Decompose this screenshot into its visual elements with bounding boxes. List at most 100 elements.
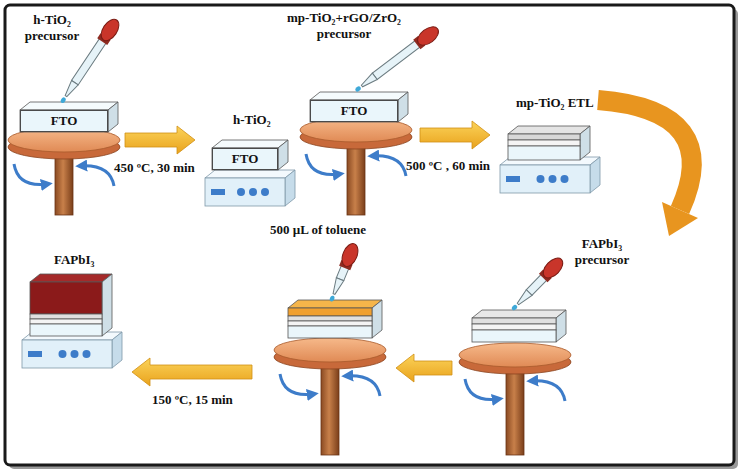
rotation-arrow	[14, 164, 48, 185]
pipette-tip	[63, 80, 79, 98]
hotplate-dial	[71, 350, 79, 358]
stack-layer	[472, 330, 556, 342]
hotplate-dial	[561, 175, 569, 183]
stack-layer	[30, 282, 102, 314]
spin-coater	[8, 128, 120, 215]
substrate-label: FTO	[51, 113, 78, 129]
hotplate-dial	[83, 350, 91, 358]
stack-layer	[288, 316, 372, 321]
stack-top	[472, 310, 566, 318]
hotplate-dial	[249, 188, 257, 196]
condition-label: 500 ºC , 60 min	[406, 158, 490, 174]
rotation-arrow	[531, 381, 565, 401]
stack-side	[556, 310, 566, 342]
step-arrow	[420, 121, 490, 149]
substrate-stack	[310, 92, 408, 122]
hotplate-dial	[261, 188, 269, 196]
precursor-label: h-TiO₂ precursor	[15, 12, 89, 44]
hotplate	[205, 170, 295, 206]
hotplate	[22, 332, 122, 368]
rotation-arrow	[280, 374, 314, 395]
substrate-box: FTO	[212, 148, 278, 170]
spin-coater-stem	[321, 358, 339, 455]
stack-layer	[288, 321, 372, 326]
stack-side	[102, 274, 112, 336]
hotplate-switch	[28, 351, 42, 357]
hotplate-dial	[59, 350, 67, 358]
stack-top	[20, 102, 118, 110]
pipette-bulb	[98, 16, 123, 44]
pipette-tip	[330, 278, 343, 296]
hotplate-side	[590, 157, 600, 193]
pipette-tube	[72, 38, 107, 85]
pipette-bulb	[414, 23, 442, 49]
pipette-bulb	[339, 241, 361, 269]
stack-layer	[288, 326, 372, 338]
stack-side	[580, 126, 590, 160]
rotation-arrow	[80, 166, 114, 186]
rotation-arrow	[306, 154, 340, 175]
substrate-box: FTO	[310, 100, 398, 122]
precursor-label: mp-TiO₂+rGO/ZrO₂ precursor	[279, 10, 409, 42]
hotplate-switch	[506, 176, 520, 182]
pipette-tip	[360, 73, 378, 89]
substrate-label: FTO	[341, 103, 368, 119]
substrate-stack	[212, 140, 288, 170]
substrate-stack	[472, 310, 566, 342]
hotplate-top	[205, 170, 295, 178]
substrate-stack	[20, 102, 118, 132]
hotplate-body	[22, 340, 112, 368]
rotation-arrow	[372, 156, 406, 176]
pipette	[324, 241, 361, 304]
drop	[60, 96, 67, 103]
hotplate-dial	[549, 175, 557, 183]
rotation-arrow	[346, 376, 380, 396]
stack-top	[212, 140, 288, 148]
hotplate-body	[205, 178, 285, 206]
substrate-label: FTO	[232, 151, 259, 167]
step-arrow	[396, 354, 452, 382]
spin-coater-stem	[347, 138, 365, 215]
stack-layer	[472, 318, 556, 324]
drop	[511, 304, 518, 311]
stack-layer	[30, 324, 102, 336]
hotplate-body	[500, 165, 590, 193]
hotplate-dial	[237, 188, 245, 196]
frame	[5, 5, 734, 465]
pipette-bulb	[540, 255, 567, 282]
hotplate-dial	[537, 175, 545, 183]
stack-layer	[288, 308, 372, 316]
hotplate-side	[285, 170, 295, 206]
substrate-stack	[508, 126, 590, 160]
stack-side	[398, 92, 408, 122]
pipette	[507, 255, 566, 315]
pipette-tip	[515, 290, 532, 307]
layer-label: FAPbI₃	[54, 252, 95, 268]
stack-layer	[508, 134, 580, 140]
stack-top	[30, 274, 112, 282]
stack-top	[310, 92, 408, 100]
drop	[354, 85, 361, 92]
layer-label: h-TiO₂	[233, 112, 271, 128]
spin-coater-plate	[459, 343, 571, 367]
spin-coater	[300, 118, 412, 215]
condition-label: 150 ºC, 15 min	[152, 392, 233, 408]
big-arrow-head	[662, 202, 698, 236]
stack-layer	[30, 319, 102, 324]
stack-layer	[310, 100, 398, 122]
stack-layer	[472, 324, 556, 330]
condition-label: 450 ºC, 30 min	[114, 160, 195, 176]
precursor-label: FAPbI₃ precursor	[561, 236, 643, 268]
step-arrow	[125, 126, 195, 154]
stack-layer	[508, 146, 580, 160]
stack-layer	[212, 148, 278, 170]
stack-side	[372, 300, 382, 338]
substrate-stack	[288, 300, 382, 338]
stack-top	[508, 126, 590, 134]
stack-layer	[30, 314, 102, 319]
substrate-stack	[30, 274, 112, 336]
drop	[329, 295, 335, 302]
layer-label: mp-TiO₂ ETL	[516, 95, 594, 111]
